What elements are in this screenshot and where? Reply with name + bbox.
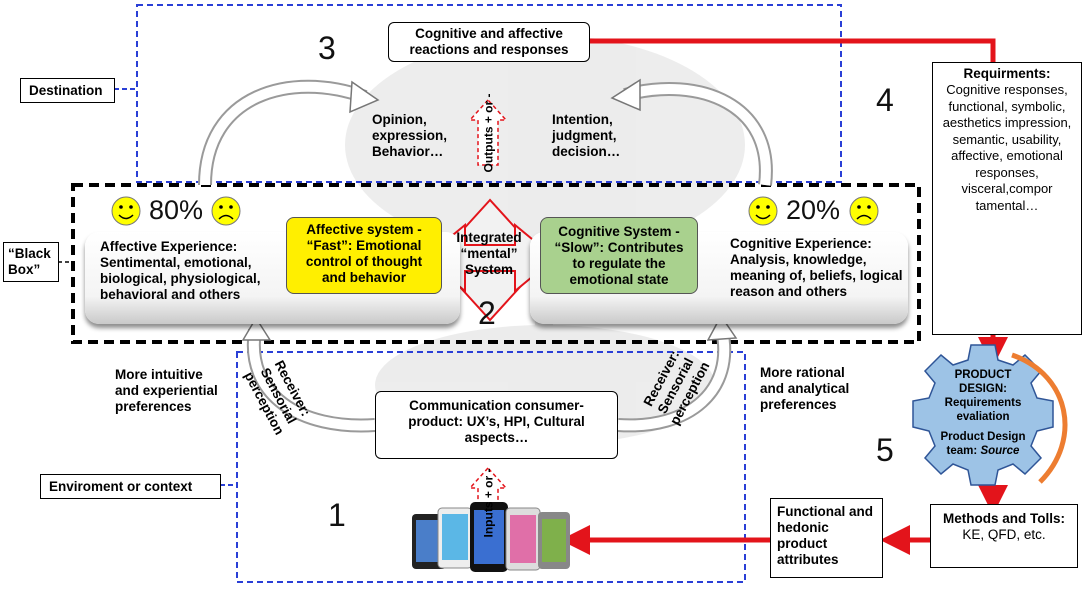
outputs-text: Outputs + or -: [481, 93, 496, 173]
cognitive-experience: Cognitive Experience: Analysis, knowledg…: [730, 236, 910, 300]
affective-experience-title: Affective Experience:: [100, 239, 238, 254]
product-design-source: Source: [980, 445, 1020, 457]
number-1: 1: [328, 497, 346, 533]
black-box-label: “Black Box”: [3, 242, 59, 282]
cognitive-percent: 20%: [786, 195, 841, 225]
product-design-title: PRODUCT DESIGN: Requirements evaliation: [944, 369, 1022, 423]
intuitive-preferences-text: More intuitive and experiential preferen…: [115, 367, 218, 414]
number-4: 4: [876, 82, 894, 118]
happy-face-icon-right: [748, 196, 778, 226]
environment-label: Enviroment or context: [40, 474, 221, 499]
intention-text: Intention, judgment, decision…: [552, 112, 621, 159]
orange-cycle-arrow: [1011, 352, 1068, 484]
opinion-text: Opinion, expression, Behavior…: [372, 112, 448, 159]
product-design-text: PRODUCT DESIGN: Requirements evaliation …: [930, 368, 1036, 458]
inputs-text: Inputs + or -: [481, 468, 496, 538]
requirements-title: Requirments:: [963, 66, 1051, 81]
outputs-arrow: [468, 98, 508, 166]
black-box-frame: [71, 183, 921, 344]
sad-face-icon-right: [849, 196, 879, 226]
product-design-team: Product Design team:: [940, 431, 1026, 457]
sad-face-icon-left: [211, 196, 241, 226]
requirements-body: Cognitive responses, functional, symboli…: [942, 82, 1072, 213]
happy-face-icon-left: [111, 196, 141, 226]
affective-system-box: Affective system - “Fast”: Emotional con…: [286, 217, 442, 294]
rational-preferences-text: More rational and analytical preferences: [760, 365, 850, 412]
environment-frame: [236, 351, 746, 583]
cognitive-experience-body: Analysis, knowledge, meaning of, beliefs…: [730, 252, 903, 299]
cognitive-system-box: Cognitive System - “Slow”: Contributes t…: [540, 217, 698, 294]
affective-percent: 80%: [149, 195, 204, 225]
cognitive-experience-title: Cognitive Experience:: [730, 236, 872, 251]
methods-body: KE, QFD, etc.: [962, 527, 1046, 542]
reactions-box: Cognitive and affective reactions and re…: [388, 22, 590, 62]
gear-icon: [912, 344, 1054, 486]
curve-arrow-left-top: [198, 79, 368, 186]
phones-image: [412, 502, 570, 572]
methods-box: Methods and Tolls: KE, QFD, etc.: [930, 504, 1078, 568]
communication-box: Communication consumer-product: UX’s, HP…: [375, 391, 618, 459]
requirements-box: Requirments: Cognitive responses, functi…: [932, 62, 1082, 335]
integrated-system-text: Integrated “mental” System: [456, 230, 522, 277]
destination-frame: [136, 4, 842, 183]
affective-experience-body: Sentimental, emotional, biological, phys…: [100, 255, 261, 302]
methods-title: Methods and Tolls:: [943, 511, 1065, 526]
number-2: 2: [478, 295, 496, 331]
affective-experience: Affective Experience: Sentimental, emoti…: [100, 239, 270, 303]
number-5: 5: [876, 432, 894, 468]
number-3: 3: [318, 30, 336, 66]
attributes-box: Functional and hedonic product attribute…: [770, 498, 883, 578]
destination-label: Destination: [20, 78, 115, 103]
